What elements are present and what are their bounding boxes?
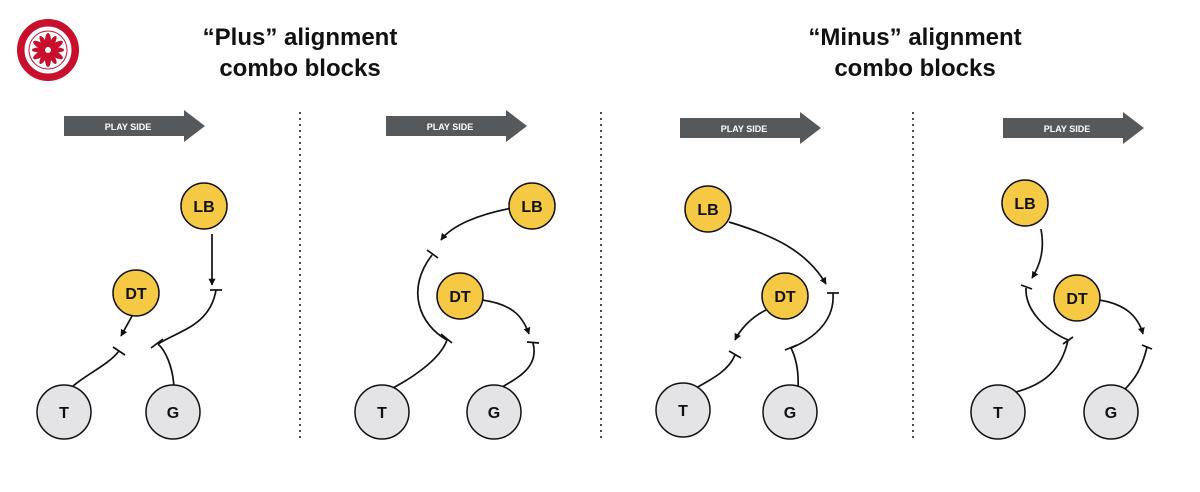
block-bar	[526, 341, 540, 344]
offense-tackle: T	[655, 382, 711, 438]
eleven-warriors-logo	[16, 18, 80, 82]
node-label: DT	[1066, 291, 1088, 308]
node-label: DT	[774, 289, 796, 306]
node-label: DT	[449, 289, 471, 306]
block-path	[157, 289, 217, 345]
panel-minus-1: PLAY SIDE LB DT T	[655, 112, 839, 440]
node-label: G	[1105, 405, 1117, 422]
node-label: LB	[1014, 196, 1035, 213]
play-side-label: PLAY SIDE	[105, 122, 152, 132]
node-label: LB	[193, 199, 214, 216]
panel-plus-2: PLAY SIDE LB DT T	[354, 110, 556, 440]
block-path	[790, 292, 834, 349]
block-bar	[440, 333, 453, 344]
block-path	[416, 254, 448, 341]
pursuit-arrow	[728, 221, 827, 285]
node-label: T	[377, 405, 387, 422]
plus-alignment-heading: “Plus” alignment combo blocks	[120, 22, 480, 84]
offense-guard: G	[762, 384, 818, 440]
play-side-label: PLAY SIDE	[1044, 124, 1091, 134]
defender-dt: DT	[761, 272, 809, 320]
node-label: G	[167, 405, 179, 422]
panel-plus-1: PLAY SIDE LB DT T	[36, 110, 228, 440]
plus-heading-line2: combo blocks	[219, 55, 381, 82]
node-label: T	[59, 405, 69, 422]
offense-tackle: T	[36, 384, 92, 440]
node-label: T	[993, 405, 1003, 422]
node-label: LB	[697, 202, 718, 219]
block-path	[790, 347, 800, 390]
minus-heading-line2: combo blocks	[834, 55, 996, 82]
block-path	[1011, 339, 1069, 394]
block-path	[1121, 346, 1148, 393]
play-side-label: PLAY SIDE	[721, 124, 768, 134]
offense-guard: G	[1083, 384, 1139, 440]
node-label: LB	[521, 199, 542, 216]
block-bar	[150, 338, 164, 349]
play-side-arrow: PLAY SIDE	[386, 110, 527, 142]
minus-heading-line1: “Minus” alignment	[808, 24, 1022, 51]
offense-tackle: T	[354, 384, 410, 440]
node-label: G	[488, 405, 500, 422]
play-side-arrow: PLAY SIDE	[680, 112, 821, 144]
node-label: T	[678, 403, 688, 420]
block-bar	[1020, 284, 1033, 290]
block-path	[1025, 287, 1069, 341]
defender-dt: DT	[436, 272, 484, 320]
minus-alignment-heading: “Minus” alignment combo blocks	[735, 22, 1095, 84]
block-path	[382, 339, 448, 394]
pursuit-arrow	[734, 309, 767, 341]
pursuit-arrow	[120, 315, 133, 337]
pursuit-arrow	[1031, 228, 1044, 279]
block-path	[157, 343, 175, 389]
block-path	[72, 350, 120, 387]
logo-seal-icon	[17, 19, 79, 81]
play-side-arrow: PLAY SIDE	[1003, 112, 1144, 144]
block-bar	[112, 346, 126, 356]
defender-lb: LB	[1001, 179, 1049, 227]
defender-dt: DT	[1053, 274, 1101, 322]
pursuit-arrow	[1098, 299, 1145, 335]
offense-guard: G	[145, 384, 201, 440]
pursuit-arrow	[440, 207, 513, 241]
defender-lb: LB	[684, 185, 732, 233]
block-bar	[728, 350, 742, 359]
play-side-arrow: PLAY SIDE	[64, 110, 205, 142]
block-bar	[426, 249, 439, 259]
defender-dt: DT	[112, 269, 160, 317]
offense-tackle: T	[970, 384, 1026, 440]
pursuit-arrow	[481, 299, 531, 335]
panel-minus-2: PLAY SIDE LB DT T	[970, 112, 1153, 440]
defender-lb: LB	[180, 182, 228, 230]
offense-guard: G	[466, 384, 522, 440]
defender-lb: LB	[508, 182, 556, 230]
plus-heading-line1: “Plus” alignment	[202, 24, 398, 51]
play-side-label: PLAY SIDE	[427, 122, 474, 132]
node-label: DT	[125, 286, 147, 303]
node-label: G	[784, 405, 796, 422]
